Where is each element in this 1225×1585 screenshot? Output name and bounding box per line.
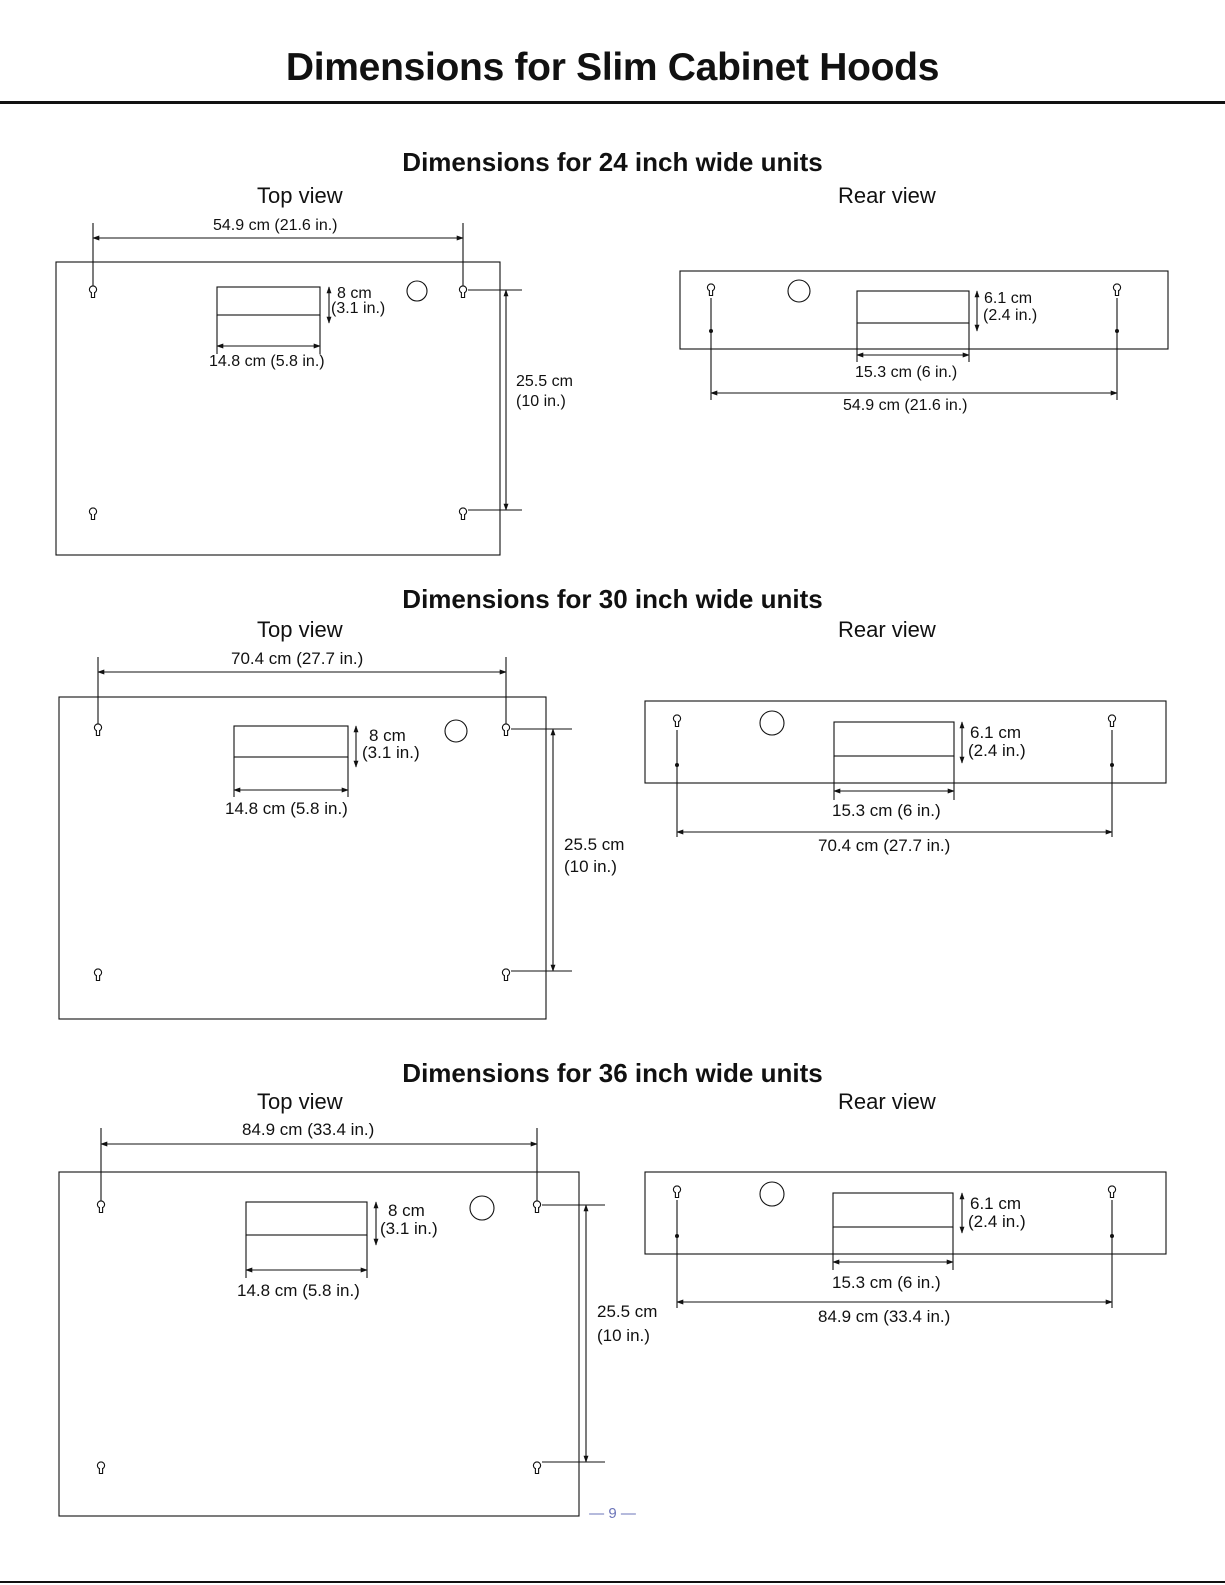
keyhole-icon — [93, 968, 103, 982]
keyhole-icon — [672, 1185, 682, 1199]
bottom-rule — [0, 1581, 1225, 1583]
top-view-label-24: Top view — [257, 183, 343, 208]
keyhole-icon — [672, 714, 682, 728]
top-cutout-width-label-24: 14.8 cm (5.8 in.) — [209, 353, 325, 370]
keyhole-icon — [88, 507, 98, 521]
keyhole-icon — [501, 723, 511, 737]
top-cutout-width-label-36: 14.8 cm (5.8 in.) — [237, 1281, 360, 1300]
keyhole-icon — [458, 285, 468, 299]
rear-width-label-30: 70.4 cm (27.7 in.) — [818, 836, 951, 855]
top-depth-in-30: (10 in.) — [564, 857, 617, 876]
keyhole-icon — [1107, 1185, 1117, 1199]
rear-view-label-36: Rear view — [838, 1089, 936, 1114]
rear-view-keyholes-36 — [672, 1185, 1117, 1238]
top-width-label-36: 84.9 cm (33.4 in.) — [242, 1120, 375, 1139]
top-view-keyholes-36 — [96, 1200, 542, 1475]
top-view-keyholes-24 — [88, 285, 468, 521]
rear-width-label-36: 84.9 cm (33.4 in.) — [818, 1307, 951, 1326]
top-cutout-height-cm-36: 8 cm — [388, 1201, 425, 1220]
top-view-diagram-30 — [58, 657, 572, 1020]
top-depth-cm-24: 25.5 cm — [516, 373, 573, 390]
top-view-diagram-24 — [55, 223, 522, 556]
section-title-24: Dimensions for 24 inch wide units — [402, 147, 823, 177]
top-depth-cm-36: 25.5 cm — [597, 1302, 658, 1321]
top-depth-in-36: (10 in.) — [597, 1326, 650, 1345]
title-rule — [0, 101, 1225, 104]
keyhole-icon — [458, 507, 468, 521]
top-cutout-width-label-30: 14.8 cm (5.8 in.) — [225, 799, 348, 818]
rear-cutout-height-cm-24: 6.1 cm — [984, 290, 1033, 307]
keyhole-icon — [706, 283, 716, 297]
rear-view-keyholes-24 — [706, 283, 1122, 333]
top-cutout-height-in-24: (3.1 in.) — [331, 300, 386, 317]
top-view-label-36: Top view — [257, 1089, 343, 1114]
rear-view-diagram-24 — [679, 270, 1169, 400]
rear-view-diagram-30 — [644, 700, 1167, 837]
rear-view-label-30: Rear view — [838, 617, 936, 642]
top-depth-cm-30: 25.5 cm — [564, 835, 625, 854]
top-view-diagram-36 — [58, 1128, 605, 1517]
rear-cutout-height-in-24: (2.4 in.) — [983, 307, 1038, 324]
rear-cutout-height-cm-30: 6.1 cm — [970, 723, 1022, 742]
keyhole-icon — [88, 285, 98, 299]
keyhole-icon — [1107, 714, 1117, 728]
rear-width-label-24: 54.9 cm (21.6 in.) — [843, 397, 968, 414]
rear-cutout-width-label-36: 15.3 cm (6 in.) — [832, 1273, 941, 1292]
rear-cutout-height-in-30: (2.4 in.) — [968, 741, 1026, 760]
top-view-label-30: Top view — [257, 617, 343, 642]
keyhole-icon — [96, 1200, 106, 1214]
rear-cutout-height-in-36: (2.4 in.) — [968, 1212, 1026, 1231]
keyhole-icon — [1112, 283, 1122, 297]
top-width-label-24: 54.9 cm (21.6 in.) — [213, 217, 338, 234]
keyhole-icon — [93, 723, 103, 737]
section-title-30: Dimensions for 30 inch wide units — [402, 584, 823, 614]
rear-cutout-width-label-24: 15.3 cm (6 in.) — [855, 364, 958, 381]
page-title: Dimensions for Slim Cabinet Hoods — [285, 46, 940, 89]
top-cutout-height-in-30: (3.1 in.) — [362, 743, 420, 762]
top-width-label-30: 70.4 cm (27.7 in.) — [231, 649, 364, 668]
keyhole-icon — [532, 1461, 542, 1475]
top-depth-in-24: (10 in.) — [516, 393, 566, 410]
keyhole-icon — [532, 1200, 542, 1214]
top-cutout-height-in-36: (3.1 in.) — [380, 1219, 438, 1238]
keyhole-icon — [96, 1461, 106, 1475]
rear-view-diagram-36 — [644, 1171, 1167, 1308]
top-cutout-height-cm-24: 8 cm — [337, 285, 372, 302]
rear-view-label-24: Rear view — [838, 183, 936, 208]
top-view-keyholes-30 — [93, 723, 511, 982]
rear-cutout-height-cm-36: 6.1 cm — [970, 1194, 1022, 1213]
page-number: — 9 — — [589, 1505, 636, 1522]
section-title-36: Dimensions for 36 inch wide units — [402, 1058, 823, 1088]
rear-view-keyholes-30 — [672, 714, 1117, 767]
keyhole-icon — [501, 968, 511, 982]
rear-cutout-width-label-30: 15.3 cm (6 in.) — [832, 801, 941, 820]
top-cutout-height-cm-30: 8 cm — [369, 726, 406, 745]
